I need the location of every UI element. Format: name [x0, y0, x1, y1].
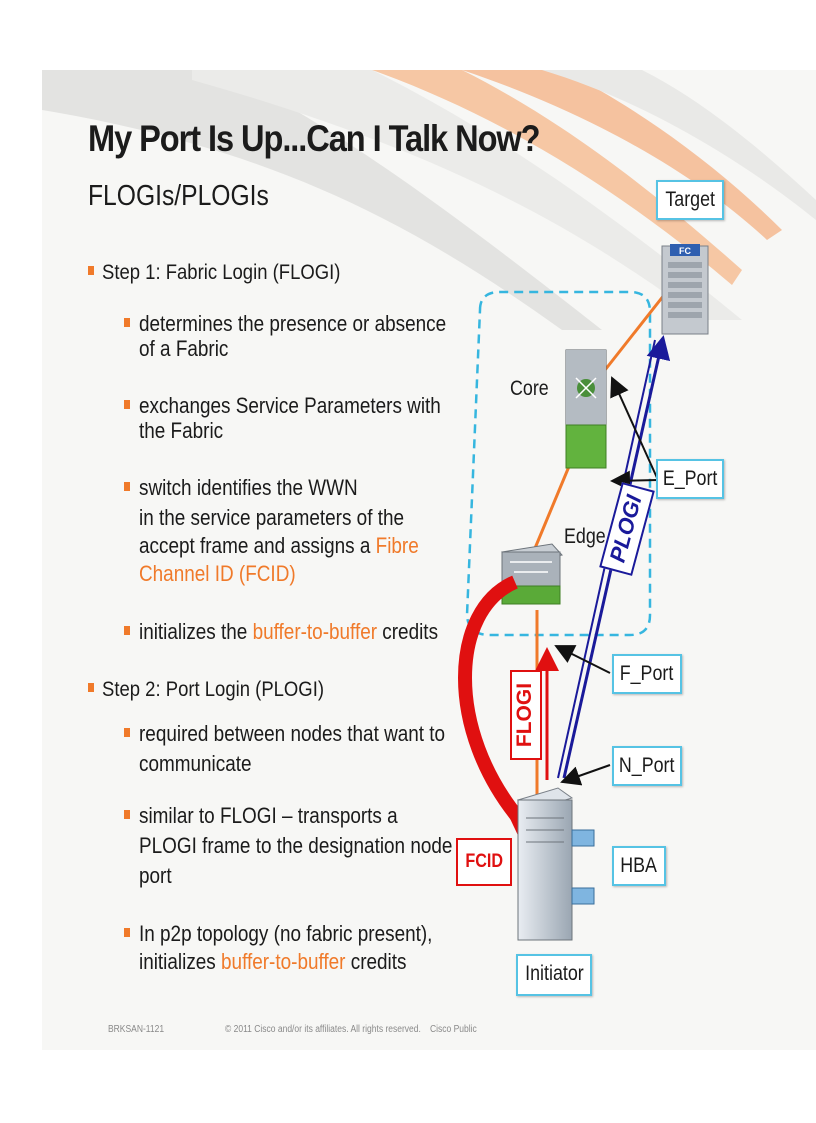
flogi-curve-arrow [458, 575, 526, 825]
bullet-s2b-line1: similar to FLOGI – transports a [139, 803, 398, 828]
bullet-marker [124, 482, 130, 491]
link-core-target [603, 289, 670, 371]
svg-text:FC: FC [679, 246, 691, 256]
bullet-s1c-line3: accept frame and assigns a Fibre [139, 533, 419, 558]
bullet-s2c-line1: In p2p topology (no fabric present), [139, 921, 433, 946]
edge-label: Edge [564, 525, 606, 548]
bullet-marker [88, 266, 94, 275]
bullet-s1c-line1: switch identifies the WWN [139, 475, 358, 500]
bullet-marker [124, 728, 130, 737]
target-label: Target [656, 180, 724, 220]
flogi-label: FLOGI [510, 670, 542, 760]
fcid-label: FCID [456, 838, 512, 886]
initiator-server-icon [516, 787, 595, 941]
bullet-marker [124, 400, 130, 409]
bullet-s1b-line1: exchanges Service Parameters with [139, 393, 441, 418]
bullet-s1a-line2: of a Fabric [139, 336, 229, 361]
bullet-marker [124, 928, 130, 937]
e-port-label: E_Port [656, 459, 724, 499]
bullet-marker [124, 810, 130, 819]
footer-session-code: BRKSAN-1121 [108, 1024, 165, 1035]
f-port-label: F_Port [612, 654, 682, 694]
bullet-marker [124, 318, 130, 327]
slide-title: My Port Is Up...Can I Talk Now? [88, 118, 541, 159]
fabric-login-diagram: FC [458, 244, 709, 941]
bullet-s2b-line2: PLOGI frame to the designation node [139, 833, 453, 858]
edge-switch-icon [501, 543, 563, 605]
bullet-s2b-line3: port [139, 863, 172, 888]
bullet-s1c-line4: Channel ID (FCID) [139, 561, 296, 586]
footer-classification: Cisco Public [430, 1024, 477, 1035]
slide-background [42, 70, 816, 1050]
core-switch-icon [565, 349, 607, 469]
bullet-s1b-line2: the Fabric [139, 418, 224, 443]
bullet-marker [88, 683, 94, 692]
bullet-s2c-line2: initializes buffer-to-buffer credits [139, 949, 407, 974]
bullet-s2a-line2: communicate [139, 751, 252, 776]
slide-subtitle: FLOGIs/PLOGIs [88, 180, 269, 212]
target-storage-icon: FC [661, 244, 709, 335]
core-label: Core [510, 377, 549, 400]
hba-label: HBA [612, 846, 666, 886]
bullet-s1a-line1: determines the presence or absence [139, 311, 447, 336]
footer-copyright: © 2011 Cisco and/or its affiliates. All … [225, 1024, 421, 1035]
bullet-s1c-line2: in the service parameters of the [139, 505, 405, 530]
bullet-step1: Step 1: Fabric Login (FLOGI) [102, 260, 341, 284]
bullet-step2: Step 2: Port Login (PLOGI) [102, 677, 325, 701]
bullet-s2a-line1: required between nodes that want to [139, 721, 446, 746]
bullet-s1d: initializes the buffer-to-buffer credits [139, 619, 439, 644]
initiator-label: Initiator [516, 954, 592, 996]
bullet-marker [124, 626, 130, 635]
n-port-label: N_Port [612, 746, 682, 786]
